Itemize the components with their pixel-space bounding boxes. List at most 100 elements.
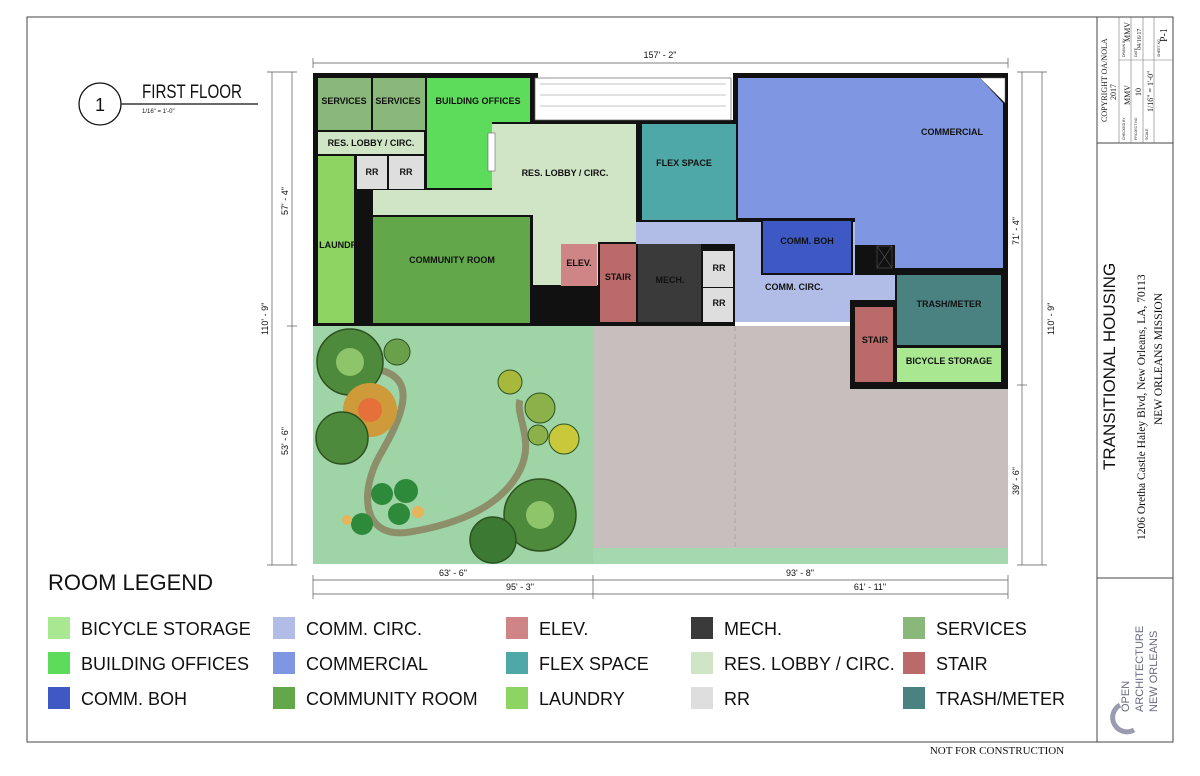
tb-year: 2017 <box>1109 84 1118 100</box>
legend-swatch <box>506 617 528 639</box>
legend-label: LAUNDRY <box>539 689 625 709</box>
dim-left-upper: 57' - 4" <box>280 187 290 215</box>
room-laundry <box>318 156 354 323</box>
dim-bottom-right-inner: 93' - 8" <box>786 568 814 578</box>
legend-swatch <box>691 652 713 674</box>
sheet-border <box>26 16 1174 743</box>
dim-right-upper: 71' - 4" <box>1011 217 1021 245</box>
legend-swatch <box>506 687 528 709</box>
legend-label: ELEV. <box>539 619 588 639</box>
dim-bottom-left-inner: 63' - 6" <box>439 568 467 578</box>
legend-title: ROOM LEGEND <box>48 570 213 595</box>
legend-label: BICYCLE STORAGE <box>81 619 251 639</box>
tb-checked-label: CHECKED BY <box>1122 117 1126 140</box>
legend-swatch <box>903 652 925 674</box>
legend-swatch <box>48 617 70 639</box>
tb-address: 1206 Oretha Castle Haley Blvd, New Orlea… <box>1136 274 1148 540</box>
tb-project: 10 <box>1134 88 1143 96</box>
firm-line-1: OPEN <box>1120 681 1132 712</box>
drawing-number: 1 <box>95 95 105 115</box>
legend-label: MECH. <box>724 619 782 639</box>
label-stair-1: STAIR <box>605 272 632 282</box>
room-rr-1 <box>357 156 387 189</box>
legend-label: COMM. BOH <box>81 689 187 709</box>
room-building-offices <box>427 78 530 188</box>
legend-swatch <box>48 652 70 674</box>
label-res-lobby-small: RES. LOBBY / CIRC. <box>328 138 415 148</box>
room-services-2 <box>373 78 425 130</box>
dim-bottom-right-outer: 61' - 11" <box>854 582 886 592</box>
room-rr-4 <box>703 288 733 322</box>
drawing-scale-text: 1/16" = 1'-0" <box>142 109 175 115</box>
dimension-lines <box>267 58 1047 599</box>
legend-swatch <box>691 617 713 639</box>
label-rr-1: RR <box>366 167 379 177</box>
tb-scale-label: SCALE <box>1145 128 1149 140</box>
dim-right-lower: 39' - 6" <box>1011 467 1021 495</box>
firm-line-3: NEW ORLEANS <box>1148 631 1160 712</box>
label-trash-meter: TRASH/METER <box>917 299 983 309</box>
dim-left-overall: 110' - 9" <box>260 303 270 335</box>
tb-copyright: COPYRIGHT OA/NOLA <box>1100 38 1109 122</box>
tb-client: NEW ORLEANS MISSION <box>1153 292 1165 425</box>
legend-swatch <box>273 617 295 639</box>
tb-sheet-label: SHEET NO <box>1157 39 1161 57</box>
label-laundry: LAUNDRY <box>319 240 363 250</box>
garden-path <box>364 366 530 537</box>
label-services-1: SERVICES <box>321 96 366 106</box>
room-community-room <box>373 217 530 323</box>
tb-date-label: DATE <box>1134 47 1138 57</box>
room-comm-boh <box>761 219 853 275</box>
tb-project-label: PROJECT NO <box>1134 117 1138 140</box>
tb-sheet: P-1 <box>1159 28 1170 42</box>
tb-drawn: MMV <box>1123 22 1132 42</box>
dim-left-lower: 53' - 6" <box>280 427 290 455</box>
legend-label: COMMUNITY ROOM <box>306 689 478 709</box>
legend-swatch <box>691 687 713 709</box>
room-mech <box>638 244 701 322</box>
legend-label: COMM. CIRC. <box>306 619 422 639</box>
room-labels: SERVICES SERVICES BUILDING OFFICES RES. … <box>319 96 992 366</box>
label-bicycle-storage: BICYCLE STORAGE <box>906 356 992 366</box>
legend-swatch <box>48 687 70 709</box>
legend-swatch <box>903 687 925 709</box>
label-rr-3: RR <box>713 263 726 273</box>
room-stair-1 <box>600 244 636 322</box>
label-commercial: COMMERCIAL <box>921 127 983 137</box>
legend-swatch <box>903 617 925 639</box>
dim-right-overall: 110' - 9" <box>1046 303 1056 335</box>
firm-logo: OPEN ARCHITECTURE NEW ORLEANS <box>1110 626 1160 735</box>
room-res-lobby-small <box>318 132 424 154</box>
room-services-1 <box>318 78 371 130</box>
legend-label: STAIR <box>936 654 988 674</box>
drawing-title-text: FIRST FLOOR <box>142 82 242 103</box>
not-for-construction-note: NOT FOR CONSTRUCTION <box>930 745 1064 757</box>
legend-label: RR <box>724 689 750 709</box>
legend-label: RES. LOBBY / CIRC. <box>724 654 895 674</box>
legend-label: COMMERCIAL <box>306 654 428 674</box>
room-rr-2 <box>389 156 424 189</box>
label-comm-boh: COMM. BOH <box>780 236 834 246</box>
tb-date: 04/16/17 <box>1137 29 1143 50</box>
drawing-title: 1 FIRST FLOOR 1/16" = 1'-0" <box>78 82 258 126</box>
label-elev: ELEV. <box>566 258 591 268</box>
label-res-lobby: RES. LOBBY / CIRC. <box>522 168 609 178</box>
label-rr-2: RR <box>400 167 413 177</box>
room-trash-meter <box>897 275 1001 345</box>
title-block: COPYRIGHT OA/NOLA 2017 CHECKED BY MMV DR… <box>1096 17 1173 742</box>
firm-line-2: ARCHITECTURE <box>1134 626 1146 712</box>
label-mech: MECH. <box>656 275 685 285</box>
tb-drawn-label: DRAWN BY <box>1122 38 1126 57</box>
dim-bottom-left-outer: 95' - 3" <box>506 582 534 592</box>
room-rr-3 <box>703 251 733 287</box>
label-community-room: COMMUNITY ROOM <box>409 255 495 265</box>
label-comm-circ: COMM. CIRC. <box>765 282 823 292</box>
tb-project-name: TRANSITIONAL HOUSING <box>1100 263 1119 470</box>
room-elev <box>561 244 597 286</box>
tb-checked: MMV <box>1123 85 1132 105</box>
legend-swatch <box>273 687 295 709</box>
label-rr-4: RR <box>713 298 726 308</box>
legend-label: FLEX SPACE <box>539 654 649 674</box>
tb-scale: 1/16" = 1'-0" <box>1146 71 1155 112</box>
